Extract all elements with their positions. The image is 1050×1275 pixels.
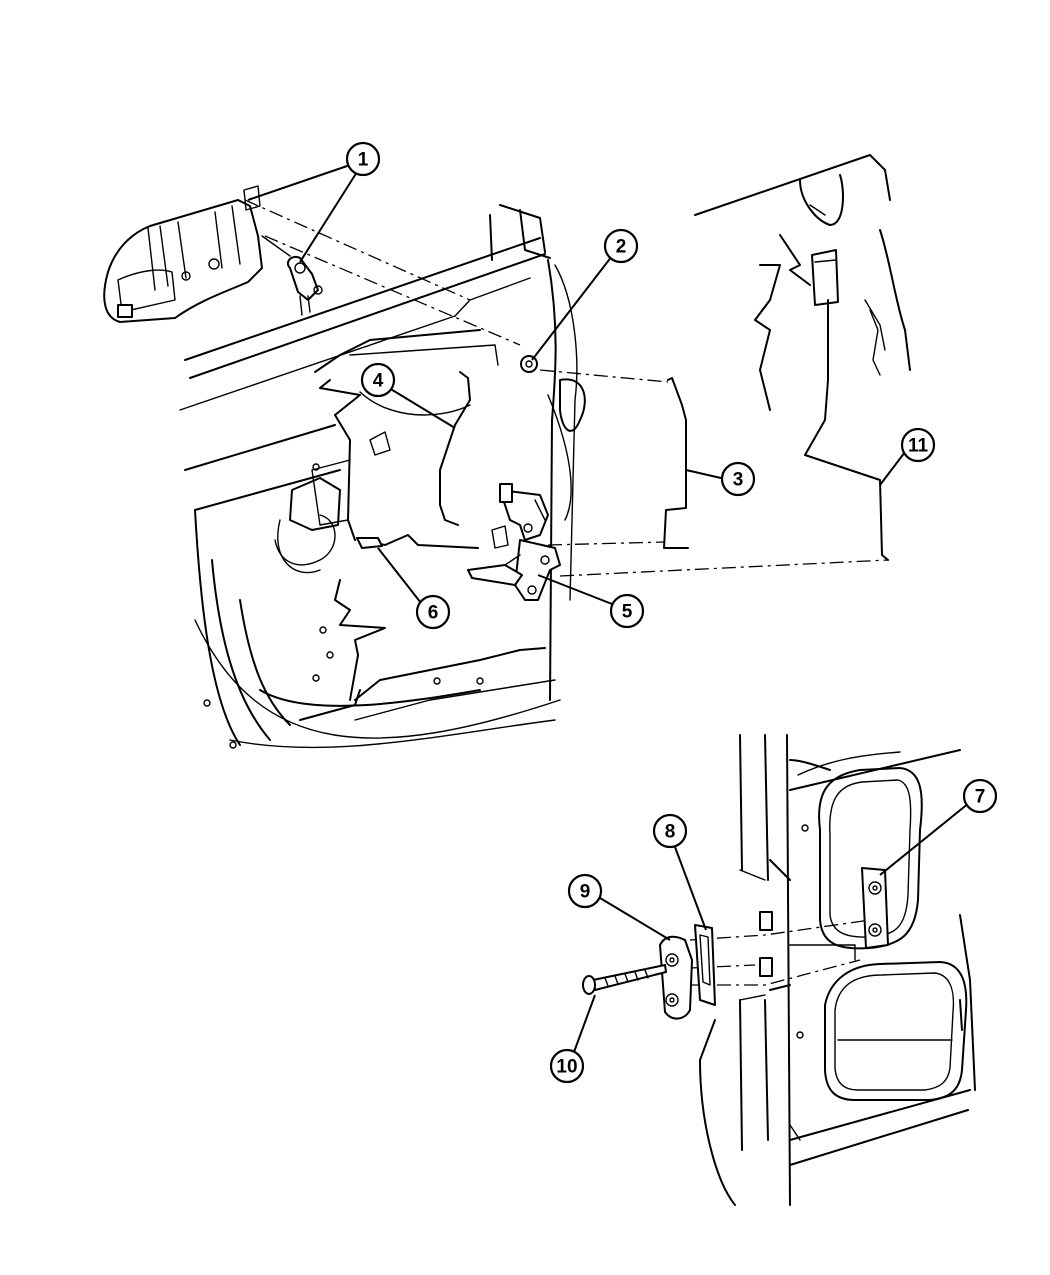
svg-text:2: 2 (616, 237, 627, 258)
leader-lines (247, 164, 970, 1053)
striker-plate (861, 867, 889, 949)
outside-door-handle (103, 185, 291, 323)
callout-5: 5 (609, 593, 645, 629)
svg-text:8: 8 (665, 822, 676, 843)
callout-9: 9 (567, 873, 603, 909)
rear-door-shell (694, 154, 911, 411)
link-rod-4 (439, 371, 471, 526)
lock-cylinder (286, 256, 323, 316)
link-rod-3 (663, 377, 689, 549)
pillar-drawing (699, 734, 976, 1206)
callout-11: 11 (900, 427, 936, 463)
link-rod-11 (804, 299, 889, 561)
callout-2: 2 (603, 228, 639, 264)
projection-lines (244, 199, 889, 986)
callout-7: 7 (962, 778, 998, 814)
svg-text:4: 4 (373, 371, 384, 392)
hinge-bolt (582, 964, 667, 995)
svg-text:5: 5 (622, 602, 633, 623)
callout-4: 4 (360, 362, 396, 398)
callout-1: 1 (345, 141, 381, 177)
door-latch-assembly (467, 483, 561, 601)
callout-6: 6 (415, 594, 451, 630)
svg-text:11: 11 (908, 436, 929, 457)
svg-text:1: 1 (358, 150, 369, 171)
callout-8: 8 (652, 813, 688, 849)
svg-text:10: 10 (556, 1057, 577, 1078)
striker-shim (694, 924, 716, 1006)
svg-text:7: 7 (975, 787, 986, 808)
svg-text:6: 6 (428, 603, 439, 624)
callout-10: 10 (549, 1048, 585, 1084)
callout-3: 3 (720, 461, 756, 497)
svg-text:9: 9 (580, 882, 591, 903)
svg-text:3: 3 (733, 470, 744, 491)
hinge-plate (659, 935, 693, 1020)
door-shell-drawing (179, 204, 586, 749)
retainer-nut (520, 355, 538, 373)
